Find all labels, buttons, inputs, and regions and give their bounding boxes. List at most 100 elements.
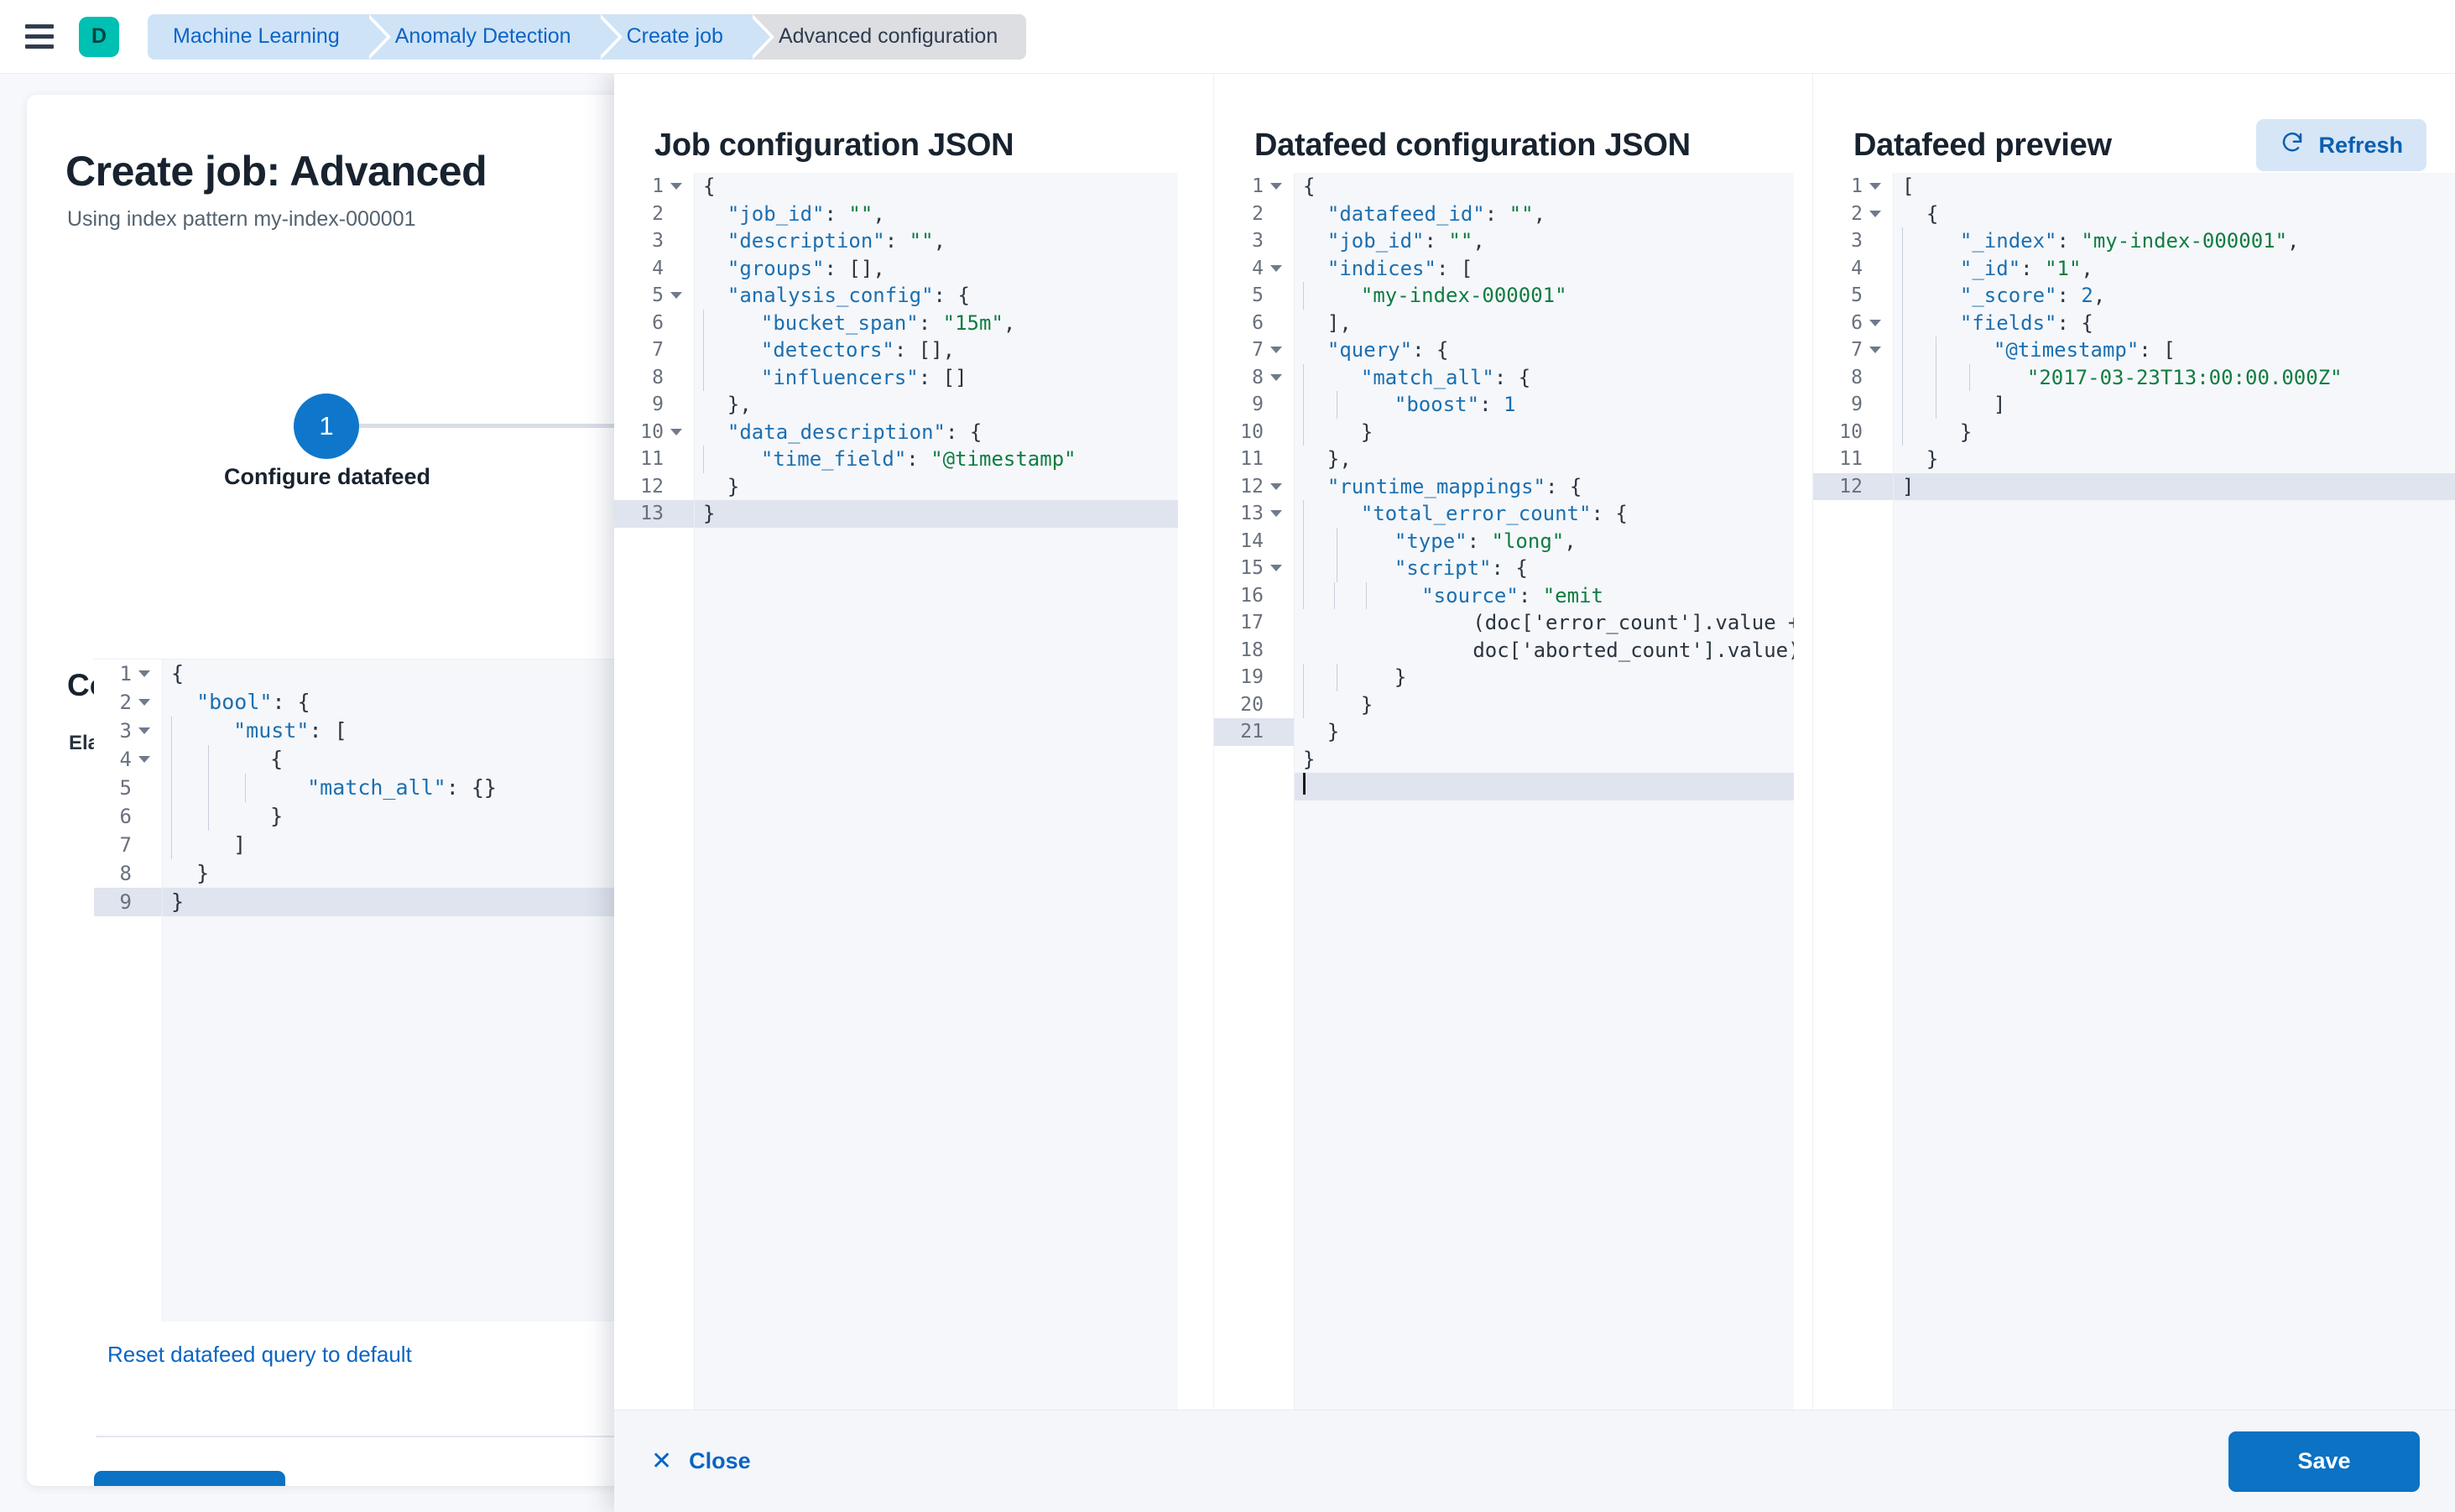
editor-content[interactable]: { "datafeed_id": "", "job_id": "", "indi…	[1295, 173, 1812, 1410]
panel-title-job-configuration-json: Job configuration JSON	[654, 127, 1014, 163]
stepper-step-1-label: Configure datafeed	[223, 464, 431, 489]
editor-code-line[interactable]: }	[1295, 418, 1812, 446]
editor-line-number: 1	[614, 173, 694, 201]
editor-code-line[interactable]: "_id": "1",	[1894, 254, 2455, 282]
editor-code-line[interactable]: }	[163, 802, 1260, 831]
editor-line-number: 2	[1252, 202, 1264, 225]
editor-code-line[interactable]: ]	[1894, 472, 2455, 500]
editor-code-line[interactable]: "match_all": {	[1295, 363, 1812, 391]
editor-code-line[interactable]: {	[163, 745, 1260, 774]
editor-line-number: 9	[1851, 394, 1863, 416]
editor-content[interactable]: [ { "_index": "my-index-000001", "_id": …	[1894, 173, 2455, 1410]
editor-code-line[interactable]: },	[727, 393, 752, 416]
editor-code-line[interactable]: {	[171, 661, 185, 686]
editor-code-line[interactable]: "groups": [],	[727, 256, 885, 280]
editor-code-line[interactable]: "type": "long",	[1295, 527, 1812, 555]
editor-line-number: 11	[640, 448, 664, 471]
breadcrumb: Machine Learning Anomaly Detection Creat…	[148, 13, 1027, 60]
editor-code-line[interactable]: "influencers": []	[695, 363, 1213, 391]
editor-code-line[interactable]: ],	[1327, 310, 1352, 335]
save-button[interactable]: Save	[2228, 1431, 2420, 1492]
editor-code-line[interactable]: "analysis_config": {	[727, 284, 970, 307]
editor-code-line[interactable]: "my-index-000001"	[1295, 282, 1812, 310]
breadcrumb-item-machine-learning[interactable]: Machine Learning	[148, 13, 391, 60]
reset-datafeed-query-link[interactable]: Reset datafeed query to default	[107, 1342, 412, 1367]
editor-code-line[interactable]: {	[1303, 175, 1316, 198]
editor-code-line[interactable]: }	[196, 861, 210, 885]
editor-code-line[interactable]: "@timestamp": [	[1894, 336, 2455, 364]
editor-code-line[interactable]: "description": "",	[727, 229, 946, 253]
editor-code-line[interactable]: {	[703, 175, 716, 198]
panel-header: Datafeed preview Refresh	[1813, 74, 2455, 173]
panel-title-datafeed-configuration-json: Datafeed configuration JSON	[1254, 127, 1691, 163]
editor-code-line[interactable]: "job_id": "",	[1327, 229, 1485, 253]
editor-code-line[interactable]	[1295, 773, 1812, 800]
editor-content[interactable]: { "job_id": "", "description": "", "grou…	[695, 173, 1213, 1410]
editor-code-line[interactable]: ]	[163, 831, 1260, 859]
editor-line-number: 12	[1214, 473, 1294, 501]
editor-line-number: 2	[1813, 201, 1893, 228]
editor-code-line[interactable]: },	[1327, 447, 1352, 471]
editor-code-line[interactable]: }	[695, 500, 1213, 528]
close-x-icon: ✕	[651, 1447, 673, 1475]
editor-code-line[interactable]: "bool": {	[196, 690, 310, 714]
editor-code-line[interactable]: "match_all": {}	[163, 774, 1260, 802]
editor-code-line[interactable]: }	[1295, 691, 1812, 718]
editor-code-line[interactable]: "2017-03-23T13:00:00.000Z"	[1894, 363, 2455, 391]
next-button[interactable]: Next ›	[94, 1471, 285, 1486]
editor-code-line[interactable]: "total_error_count": {	[1295, 500, 1812, 528]
editor-code-line[interactable]: }	[1295, 664, 1812, 691]
editor-code-line[interactable]: "detectors": [],	[695, 336, 1213, 364]
editor-code-line[interactable]: {	[1926, 201, 1939, 226]
editor-code-line[interactable]: }	[1303, 747, 1316, 771]
editor-code-line[interactable]: "datafeed_id": "",	[1327, 201, 1546, 226]
editor-line-number: 6	[1813, 310, 1893, 337]
editor-code-line[interactable]: }	[1894, 418, 2455, 446]
editor-code-line[interactable]: "fields": {	[1894, 309, 2455, 336]
editor-code-line[interactable]: "query": {	[1327, 338, 1449, 362]
editor-line-number: 2	[94, 688, 162, 717]
refresh-button[interactable]: Refresh	[2256, 119, 2426, 171]
stepper-step-1[interactable]: 1	[294, 394, 359, 459]
editor-code-line[interactable]: [	[1902, 175, 1915, 198]
editor-line-number: 11	[1839, 448, 1863, 471]
editor-code-line[interactable]: "_score": 2,	[1894, 282, 2455, 310]
editor-code-line[interactable]: "data_description": {	[727, 420, 983, 444]
editor-code-line[interactable]: "script": {	[1295, 555, 1812, 582]
editor-line-number: 7	[1214, 336, 1294, 364]
editor-code-line[interactable]: }	[1926, 447, 1939, 471]
edit-json-link[interactable]: Edit JSON	[334, 1483, 445, 1486]
breadcrumb-item-anomaly-detection[interactable]: Anomaly Detection	[364, 13, 623, 60]
editor-code-line[interactable]: "must": [	[163, 717, 1260, 745]
editor-code-line[interactable]: "boost": 1	[1295, 391, 1812, 419]
editor-line-number: 12	[1813, 472, 1893, 500]
editor-code-line[interactable]: "indices": [	[1327, 256, 1473, 280]
panel-header: Datafeed configuration JSON	[1214, 74, 1812, 173]
editor-code-line[interactable]: "bucket_span": "15m",	[695, 309, 1213, 336]
editor-code-line[interactable]: }	[727, 474, 740, 498]
hamburger-menu-icon[interactable]	[25, 22, 60, 52]
editor-code-line[interactable]: ]	[1894, 391, 2455, 419]
editor-code-line[interactable]: "time_field": "@timestamp"	[695, 446, 1213, 473]
editor-code-line[interactable]: "job_id": "",	[727, 201, 885, 226]
editor-line-number: 15	[1214, 555, 1294, 582]
editor-code-line[interactable]: "source": "emit(doc['error_count'].value…	[1295, 581, 1812, 665]
close-button[interactable]: ✕ Close	[651, 1447, 751, 1476]
editor-code-line[interactable]: "runtime_mappings": {	[1327, 474, 1582, 498]
editor-code-line[interactable]: }	[1327, 720, 1340, 743]
editor-code-line[interactable]: "_index": "my-index-000001",	[1894, 227, 2455, 255]
editor-line-number: 13	[614, 500, 694, 528]
editor-line-number: 5	[614, 282, 694, 310]
editor-line-number: 4	[1214, 255, 1294, 283]
space-avatar[interactable]: D	[79, 16, 119, 57]
editor-line-number: 17	[1240, 612, 1264, 634]
